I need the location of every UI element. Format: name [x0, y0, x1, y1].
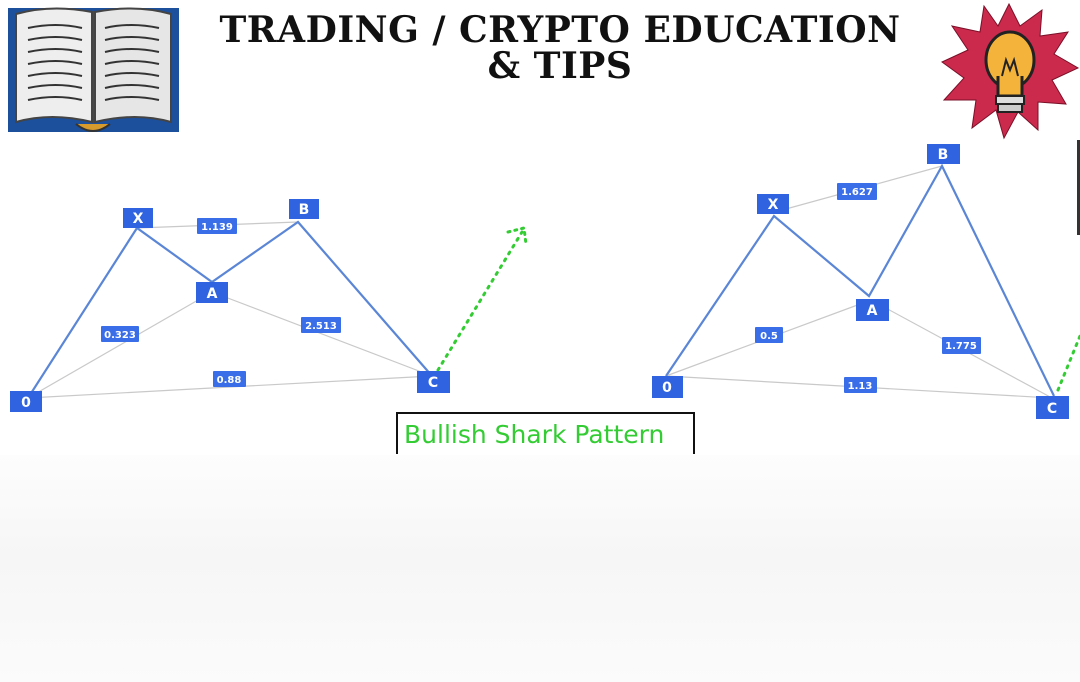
node-c-2: C: [1036, 396, 1069, 419]
svg-text:0.88: 0.88: [217, 375, 242, 386]
ratio-oc-2: 1.13: [844, 377, 877, 393]
ratio-xb-1: 1.139: [197, 218, 237, 234]
guide-oa-1: [27, 291, 213, 399]
edge-divider: [1077, 140, 1080, 235]
node-c-1: C: [417, 371, 450, 393]
pattern-caption-text: Bullish Shark Pattern: [404, 420, 665, 449]
pattern-1: X B A C 0 1.139 0.323 2.513: [10, 199, 528, 412]
lightbulb-icon: [941, 2, 1080, 140]
book-icon: [8, 7, 179, 132]
page-title: TRADING / CRYPTO EDUCATION & TIPS: [185, 12, 935, 84]
svg-text:A: A: [867, 303, 878, 319]
svg-text:0: 0: [662, 380, 672, 396]
svg-text:1.627: 1.627: [841, 187, 873, 198]
projection-line-2: [1056, 334, 1080, 392]
svg-text:C: C: [428, 375, 438, 391]
node-0-1: 0: [10, 391, 42, 412]
node-0-2: 0: [652, 376, 683, 398]
svg-text:0.5: 0.5: [760, 331, 778, 342]
ratio-oa-2: 0.5: [755, 327, 783, 343]
svg-text:1.139: 1.139: [201, 222, 233, 233]
projection-arrow-1: [506, 226, 528, 246]
ratio-ac-1: 2.513: [301, 317, 341, 333]
harmonic-pattern-diagram: X B A C 0 1.139 0.323 2.513: [10, 144, 1080, 419]
title-line-2: & TIPS: [487, 45, 633, 87]
pattern-caption: Bullish Shark Pattern: [396, 412, 695, 454]
svg-text:X: X: [768, 197, 779, 213]
blank-area: [0, 455, 1080, 682]
svg-text:B: B: [938, 147, 949, 163]
ratio-oc-1: 0.88: [213, 371, 246, 387]
svg-text:0.323: 0.323: [104, 330, 136, 341]
svg-text:0: 0: [21, 395, 31, 411]
projection-line-1: [436, 230, 524, 372]
node-x-2: X: [757, 194, 789, 214]
node-a-1: A: [196, 282, 228, 303]
ratio-oa-1: 0.323: [101, 326, 139, 342]
svg-text:2.513: 2.513: [305, 321, 337, 332]
node-b-1: B: [289, 199, 319, 219]
svg-text:C: C: [1047, 401, 1057, 417]
svg-text:A: A: [207, 286, 218, 302]
title-line-1: TRADING / CRYPTO EDUCATION: [219, 9, 901, 51]
svg-text:X: X: [133, 211, 144, 227]
svg-text:B: B: [299, 202, 310, 218]
node-a-2: A: [856, 299, 889, 321]
node-b-2: B: [927, 144, 960, 164]
pattern-2: X B A C 0 1.627 0.5 1.775: [652, 144, 1080, 419]
svg-text:1.13: 1.13: [848, 381, 873, 392]
pattern-path-2: [665, 163, 1055, 397]
ratio-xb-2: 1.627: [837, 183, 877, 200]
node-x-1: X: [123, 208, 153, 228]
guide-ac-1: [211, 291, 433, 377]
ratio-ac-2: 1.775: [942, 337, 981, 354]
svg-text:1.775: 1.775: [945, 341, 977, 352]
